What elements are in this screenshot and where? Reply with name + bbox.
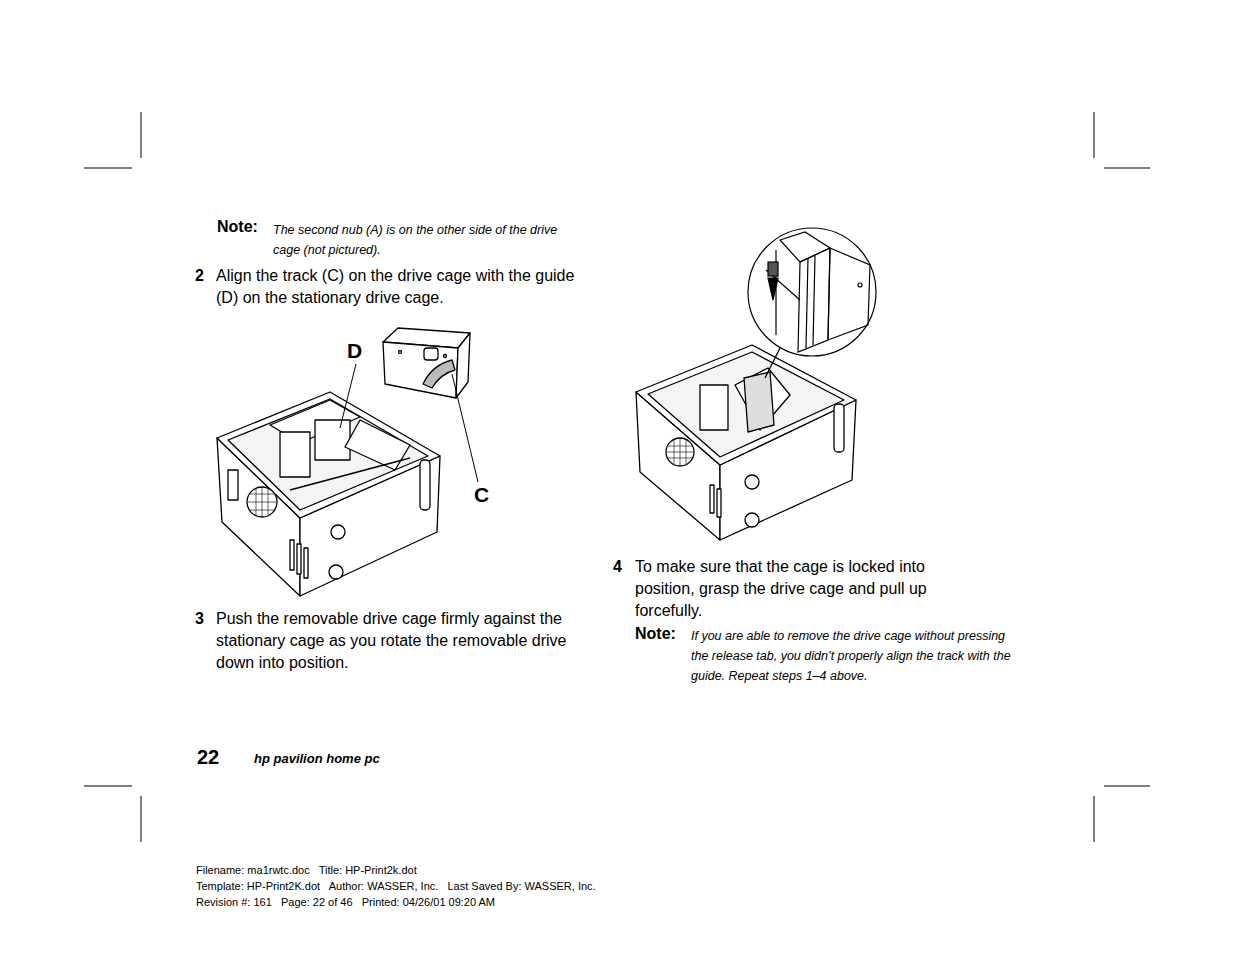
computer-case-left xyxy=(217,392,440,596)
note-heading: Note: xyxy=(217,217,277,237)
callout-letter: C xyxy=(474,483,498,507)
file-info: Revision #: 161 Page: 22 of 46 Printed: … xyxy=(196,895,796,910)
step-number: 3 xyxy=(195,608,215,630)
note-text: If you are able to remove the drive cage… xyxy=(691,626,1011,686)
running-footer: hp pavilion home pc xyxy=(254,750,474,768)
file-info: Filename: ma1rwtc.doc Title: HP-Print2k.… xyxy=(196,863,796,878)
step-text: Align the track (C) on the drive cage wi… xyxy=(216,265,576,309)
drive-cage-left xyxy=(383,328,470,398)
step-number: 2 xyxy=(195,265,215,287)
computer-case-right xyxy=(636,345,856,540)
leader-lines-left xyxy=(340,364,478,482)
page-number: 22 xyxy=(197,745,237,769)
note-heading: Note: xyxy=(635,624,695,644)
note-text: The second nub (A) is on the other side … xyxy=(273,220,573,260)
step-number: 4 xyxy=(613,556,633,578)
callout-letter: D xyxy=(347,339,371,363)
step-text: To make sure that the cage is locked int… xyxy=(635,556,980,622)
step-text: Push the removable drive cage firmly aga… xyxy=(216,608,576,674)
magnifier-inset xyxy=(748,228,876,378)
crop-marks xyxy=(84,112,1150,842)
file-info: Template: HP-Print2K.dot Author: WASSER,… xyxy=(196,879,796,894)
